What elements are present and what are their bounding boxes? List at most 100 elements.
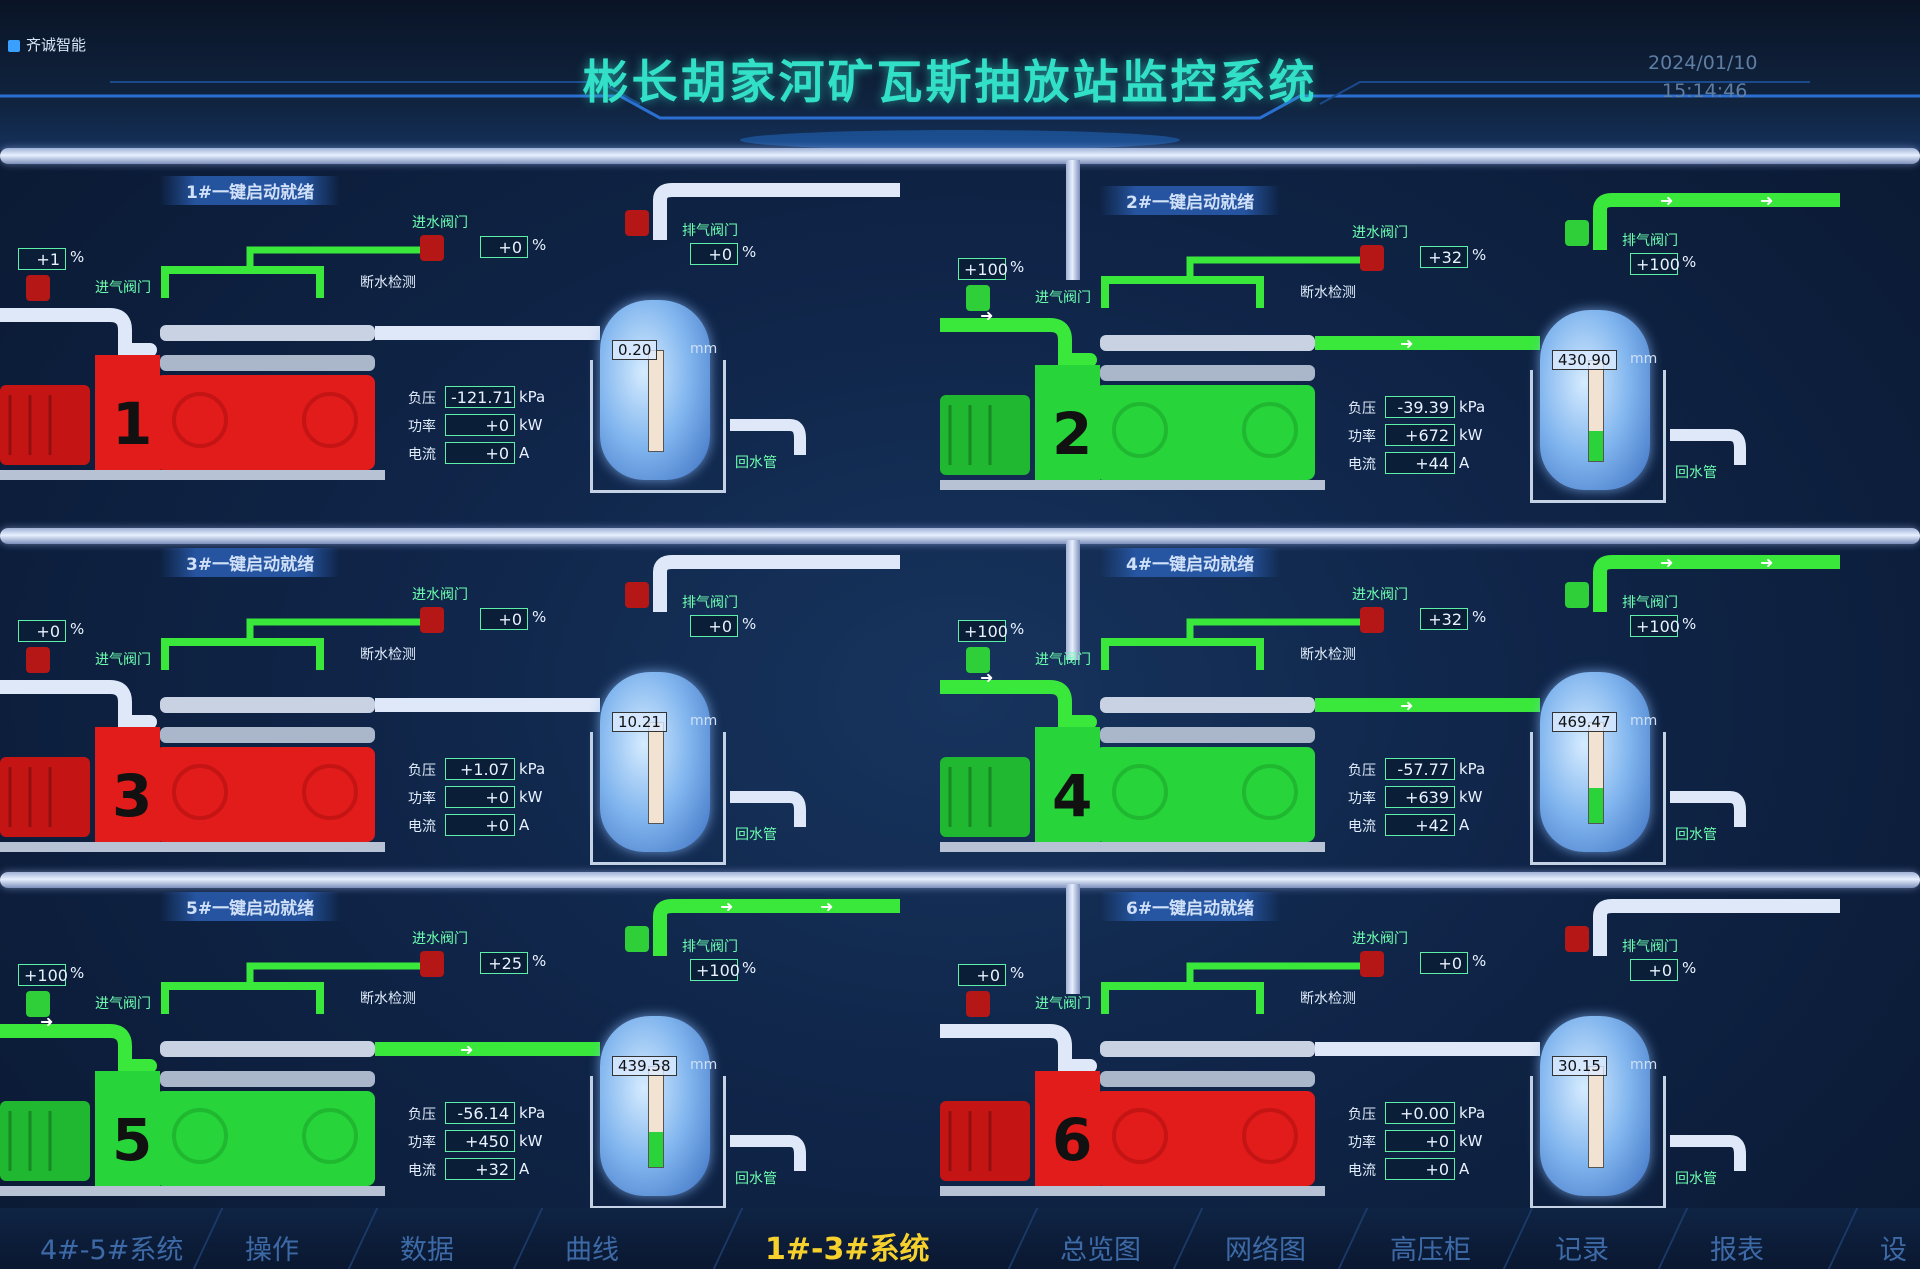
nav-item-8[interactable]: 记录: [1555, 1235, 1609, 1266]
gas-valve-icon-4[interactable]: [966, 647, 990, 673]
current-value-5[interactable]: +32: [445, 1158, 515, 1180]
current-unit-3: A: [519, 816, 530, 834]
tank-level-unit-1: mm: [690, 341, 718, 357]
exhaust-valve-value-3[interactable]: +0: [690, 615, 738, 637]
water-valve-label-2: 进水阀门: [1352, 225, 1408, 241]
power-label-4: 功率: [1348, 791, 1376, 807]
power-value-3[interactable]: +0: [445, 786, 515, 808]
water-valve-value-4[interactable]: +32: [1420, 608, 1468, 630]
nav-item-1[interactable]: 操作: [245, 1235, 299, 1266]
water-valve-unit-3: %: [532, 608, 547, 626]
pressure-value-5[interactable]: -56.14: [445, 1102, 515, 1124]
tank-gauge-3: [648, 722, 664, 824]
water-valve-value-1[interactable]: +0: [480, 236, 528, 258]
nav-item-7[interactable]: 高压柜: [1390, 1235, 1471, 1266]
exhaust-valve-value-6[interactable]: +0: [1630, 959, 1678, 981]
tank-3: [600, 672, 710, 852]
nav-separator-5: [1007, 1208, 1039, 1269]
current-value-1[interactable]: +0: [445, 442, 515, 464]
exhaust-valve-icon-1[interactable]: [625, 210, 649, 236]
power-value-5[interactable]: +450: [445, 1130, 515, 1152]
gas-valve-value-2[interactable]: +100: [958, 258, 1008, 280]
pressure-value-6[interactable]: +0.00: [1385, 1102, 1455, 1124]
tank-level-value-2: 430.90: [1552, 350, 1617, 370]
exhaust-valve-icon-5[interactable]: [625, 926, 649, 952]
water-valve-icon-2[interactable]: [1360, 245, 1384, 271]
nav-item-6[interactable]: 网络图: [1225, 1235, 1306, 1266]
exhaust-valve-value-1[interactable]: +0: [690, 243, 738, 265]
current-value-2[interactable]: +44: [1385, 452, 1455, 474]
flow-arrow-icon-4-2: ➜: [1660, 553, 1674, 572]
tank-5: [600, 1016, 710, 1196]
gas-valve-icon-5[interactable]: [26, 991, 50, 1017]
pump-diagram-3: [0, 555, 900, 842]
power-value-1[interactable]: +0: [445, 414, 515, 436]
power-unit-3: kW: [519, 788, 543, 806]
gas-valve-value-3[interactable]: +0: [18, 620, 66, 642]
water-valve-value-3[interactable]: +0: [480, 608, 528, 630]
nav-item-3[interactable]: 曲线: [565, 1235, 619, 1266]
exhaust-valve-value-4[interactable]: +100: [1630, 615, 1680, 637]
pressure-value-3[interactable]: +1.07: [445, 758, 515, 780]
nav-item-10[interactable]: 设置: [1880, 1235, 1907, 1266]
exhaust-valve-unit-1: %: [742, 243, 757, 261]
current-unit-1: A: [519, 444, 530, 462]
gas-valve-icon-6[interactable]: [966, 991, 990, 1017]
tank-level-unit-5: mm: [690, 1057, 718, 1073]
pressure-value-1[interactable]: -121.71: [445, 386, 515, 408]
pump-number-3: 3: [112, 762, 153, 830]
pump-base-5: [0, 1186, 385, 1196]
water-valve-icon-4[interactable]: [1360, 607, 1384, 633]
pump-number-4: 4: [1052, 762, 1093, 830]
pressure-value-4[interactable]: -57.77: [1385, 758, 1455, 780]
unit-title-3: 3#一键启动就绪: [160, 548, 341, 577]
water-valve-icon-6[interactable]: [1360, 951, 1384, 977]
pressure-unit-4: kPa: [1459, 760, 1486, 778]
gas-valve-value-1[interactable]: +1: [18, 248, 66, 270]
water-valve-value-2[interactable]: +32: [1420, 246, 1468, 268]
nav-separator-4: [712, 1208, 744, 1269]
gas-valve-value-4[interactable]: +100: [958, 620, 1008, 642]
pump-number-6: 6: [1052, 1106, 1093, 1174]
nav-separator-7: [1337, 1208, 1369, 1269]
power-value-2[interactable]: +672: [1385, 424, 1455, 446]
water-valve-icon-3[interactable]: [420, 607, 444, 633]
exhaust-valve-icon-4[interactable]: [1565, 582, 1589, 608]
nav-item-2[interactable]: 数据: [400, 1235, 454, 1266]
pressure-value-2[interactable]: -39.39: [1385, 396, 1455, 418]
header: 齐诚智能 彬长胡家河矿瓦斯抽放站监控系统 2024/01/10 15:14:46: [0, 0, 1920, 150]
gas-valve-value-6[interactable]: +0: [958, 964, 1006, 986]
nav-item-5[interactable]: 总览图: [1060, 1235, 1141, 1266]
water-valve-icon-1[interactable]: [420, 235, 444, 261]
gas-valve-icon-2[interactable]: [966, 285, 990, 311]
water-valve-label-6: 进水阀门: [1352, 931, 1408, 947]
tank-level-unit-2: mm: [1630, 351, 1658, 367]
exhaust-valve-icon-2[interactable]: [1565, 220, 1589, 246]
nav-item-9[interactable]: 报表: [1710, 1235, 1764, 1266]
exhaust-valve-value-5[interactable]: +100: [690, 959, 740, 981]
flow-arrow-icon-4-1: ➜: [1400, 696, 1414, 715]
flow-arrow-icon-2-1: ➜: [1400, 334, 1414, 353]
water-valve-icon-5[interactable]: [420, 951, 444, 977]
gas-valve-icon-3[interactable]: [26, 647, 50, 673]
power-value-6[interactable]: +0: [1385, 1130, 1455, 1152]
exhaust-valve-label-5: 排气阀门: [682, 939, 738, 955]
tank-gauge-5: [648, 1066, 664, 1168]
exhaust-valve-value-2[interactable]: +100: [1630, 253, 1680, 275]
water-valve-value-5[interactable]: +25: [480, 952, 528, 974]
exhaust-valve-unit-3: %: [742, 615, 757, 633]
unit-title-6: 6#一键启动就绪: [1100, 892, 1281, 921]
power-value-4[interactable]: +639: [1385, 786, 1455, 808]
gas-valve-value-5[interactable]: +100: [18, 964, 68, 986]
exhaust-valve-icon-6[interactable]: [1565, 926, 1589, 952]
current-value-3[interactable]: +0: [445, 814, 515, 836]
exhaust-valve-icon-3[interactable]: [625, 582, 649, 608]
water-valve-value-6[interactable]: +0: [1420, 952, 1468, 974]
gas-valve-icon-1[interactable]: [26, 275, 50, 301]
water-cutoff-label-4: 断水检测: [1300, 647, 1356, 663]
current-value-4[interactable]: +42: [1385, 814, 1455, 836]
nav-item-4[interactable]: 1#-3#系统: [765, 1232, 930, 1267]
nav-item-0[interactable]: 4#-5#系统: [40, 1235, 184, 1266]
current-value-6[interactable]: +0: [1385, 1158, 1455, 1180]
